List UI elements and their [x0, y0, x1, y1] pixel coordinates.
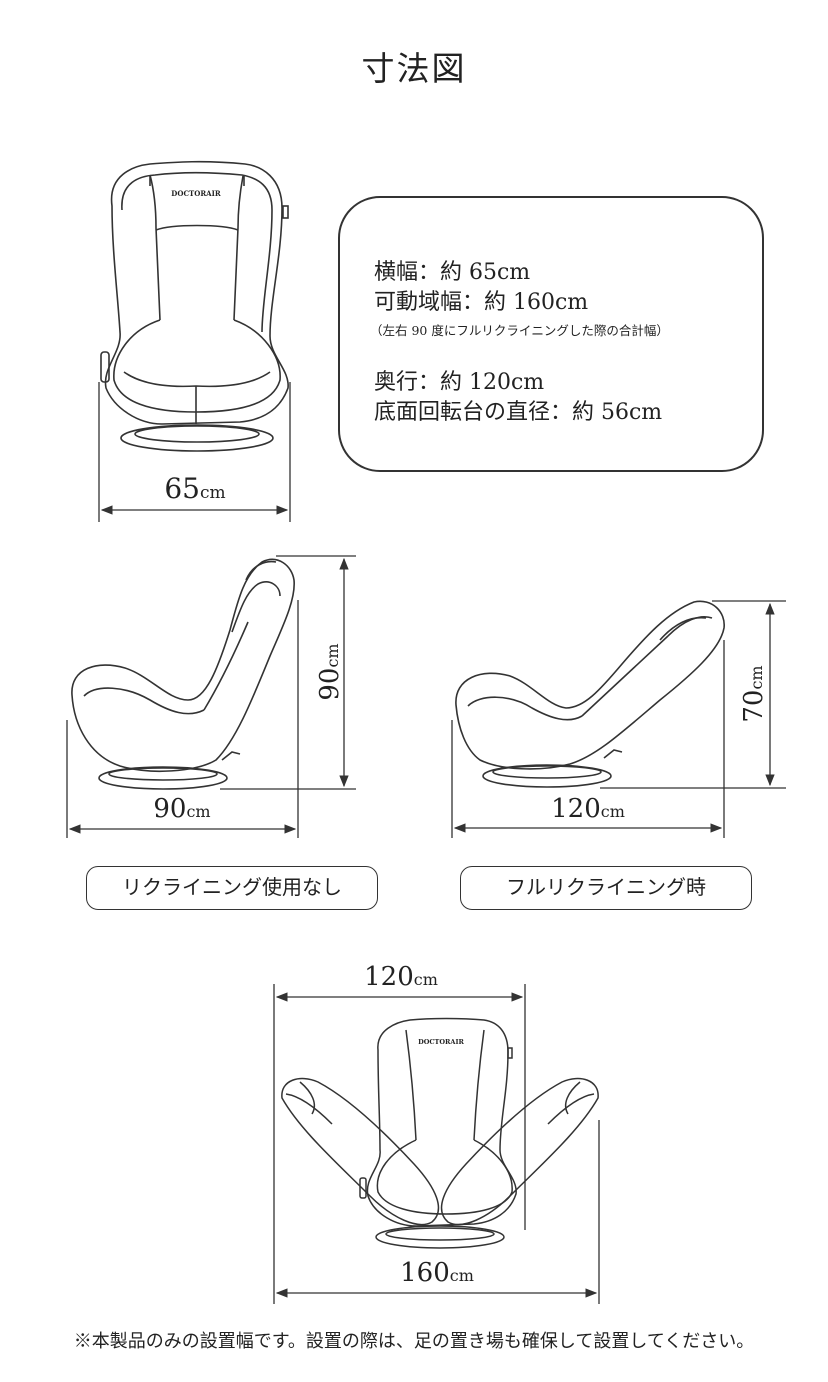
- spec-base-diameter: 底面回転台の直径：約 56cm: [374, 400, 663, 425]
- caption-no-recline: リクライニング使用なし: [86, 866, 378, 910]
- spec-depth: 奥行：約 120cm: [374, 370, 545, 395]
- footnote: ※本製品のみの設置幅です。設置の際は、足の置き場も確保して設置してください。: [73, 1331, 755, 1352]
- rotation-brand-logo: DOCTORAIR: [418, 1038, 464, 1046]
- front-width-label: 65cm: [164, 472, 225, 505]
- spec-movable-note: （左右 90 度にフルリクライニングした際の合計幅）: [370, 323, 669, 338]
- spec-box: 横幅：約 65cm 可動域幅：約 160cm （左右 90 度にフルリクライニン…: [338, 196, 764, 472]
- side-reclined-chair-illustration: [455, 600, 725, 788]
- side-upright-height-label: 90cm: [315, 643, 345, 700]
- front-brand-logo: DOCTORAIR: [171, 189, 221, 198]
- spec-movable-width: 可動域幅：約 160cm: [374, 290, 589, 315]
- rotation-dimensions: [273, 984, 600, 1304]
- side-upright-chair-illustration: [71, 558, 295, 790]
- side-reclined-depth-label: 120cm: [551, 794, 625, 824]
- side-upright-dimensions: [66, 555, 356, 838]
- rotation-depth-label: 120cm: [364, 962, 438, 992]
- caption-full-recline: フルリクライニング時: [460, 866, 752, 910]
- front-width-dimension: [98, 382, 291, 522]
- page-title: 寸法図: [361, 49, 467, 88]
- rotation-chair-illustration: [281, 1017, 599, 1249]
- spec-width: 横幅：約 65cm: [374, 260, 531, 285]
- rotation-span-label: 160cm: [400, 1258, 474, 1288]
- front-view-chair-illustration: [100, 160, 289, 452]
- side-upright-depth-label: 90cm: [153, 794, 210, 824]
- side-reclined-dimensions: [451, 600, 786, 838]
- side-reclined-height-label: 70cm: [739, 665, 769, 722]
